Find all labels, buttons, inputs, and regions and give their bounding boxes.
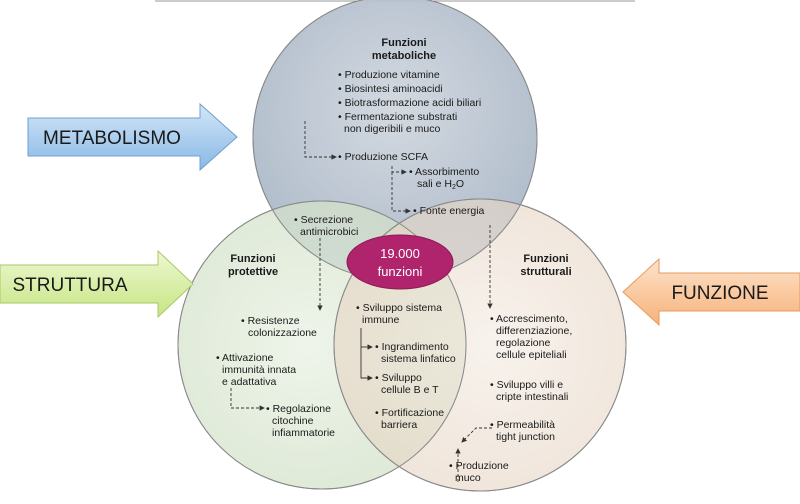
center-label: funzioni: [378, 264, 423, 279]
funzione-label: FUNZIONE: [671, 283, 768, 304]
item-permeabilita: • Permeabilità: [490, 419, 555, 431]
item-attivazione-3: e adattativa: [222, 376, 276, 388]
item-produzione-vitamine: • Produzione vitamine: [338, 69, 440, 81]
metabolic-section: Funzioni metaboliche • Produzione vitami…: [338, 37, 485, 217]
metabolismo-label: METABOLISMO: [43, 128, 181, 149]
item-sviluppo-sistema-2: immune: [362, 314, 400, 326]
center-count: 19.000: [380, 246, 420, 261]
item-fermentazione: • Fermentazione substrati: [338, 111, 457, 123]
protective-section: • Secrezione antimicrobici Funzioni prot…: [216, 214, 358, 439]
item-regolazione: • Regolazione: [266, 403, 331, 415]
item-accrescimento-3: regolazione: [496, 337, 550, 349]
item-fonte-energia: • Fonte energia: [413, 205, 485, 217]
item-accrescimento: • Accrescimento,: [490, 313, 568, 325]
item-regolazione-2: citochine: [272, 415, 314, 427]
protective-title-2: protettive: [228, 266, 278, 278]
item-secrezione: • Secrezione: [294, 214, 353, 226]
struttura-label: STRUTTURA: [12, 275, 127, 296]
item-fermentazione-2: non digeribili e muco: [344, 123, 440, 135]
item-sviluppo-cellule-2: cellule B e T: [381, 384, 439, 396]
item-sviluppo-cellule: • Sviluppo: [375, 372, 422, 384]
metabolic-title-1: Funzioni: [381, 37, 426, 49]
item-attivazione-2: immunità innata: [222, 364, 296, 376]
immune-section: • Sviluppo sistema immune • Ingrandiment…: [356, 302, 456, 431]
item-assorbimento: • Assorbimento: [409, 166, 479, 178]
center-badge: 19.000 funzioni: [346, 234, 454, 290]
item-ingrandimento-2: sistema linfatico: [381, 353, 456, 365]
item-attivazione: • Attivazione: [216, 352, 274, 364]
connectors: [230, 121, 493, 482]
metabolismo-arrow: METABOLISMO: [27, 102, 238, 172]
structural-section: Funzioni strutturali • Accrescimento, di…: [449, 253, 572, 484]
item-accrescimento-2: differenziazione,: [496, 325, 572, 337]
item-assorbimento-2: sali e H2O: [417, 178, 464, 191]
item-biotrasformazione: • Biotrasformazione acidi biliari: [338, 97, 481, 109]
item-ingrandimento: • Ingrandimento: [375, 341, 449, 353]
funzione-arrow: FUNZIONE: [622, 257, 800, 327]
structural-title-1: Funzioni: [523, 253, 568, 265]
item-fortificazione: • Fortificazione: [375, 407, 444, 419]
item-regolazione-3: infiammatorie: [272, 427, 335, 439]
item-produzione-scfa: • Produzione SCFA: [338, 151, 428, 163]
item-sviluppo-sistema: • Sviluppo sistema: [356, 302, 442, 314]
item-produzione-muco: • Produzione: [449, 460, 509, 472]
metabolic-title-2: metaboliche: [372, 50, 436, 62]
item-biosintesi: • Biosintesi aminoacidi: [338, 83, 443, 95]
item-secrezione-2: antimicrobici: [300, 226, 358, 238]
protective-title-1: Funzioni: [230, 253, 275, 265]
item-resistenze-2: colonizzazione: [248, 327, 317, 339]
item-accrescimento-4: cellule epiteliali: [496, 349, 567, 361]
item-fortificazione-2: barriera: [381, 419, 417, 431]
item-permeabilita-2: tight junction: [496, 431, 555, 443]
item-sviluppo-villi: • Sviluppo villi e: [490, 379, 563, 391]
structural-title-2: strutturali: [520, 266, 571, 278]
item-produzione-muco-2: muco: [455, 472, 481, 484]
item-sviluppo-villi-2: cripte intestinali: [496, 391, 568, 403]
struttura-arrow: STRUTTURA: [0, 249, 194, 319]
item-resistenze: • Resistenze: [241, 315, 300, 327]
